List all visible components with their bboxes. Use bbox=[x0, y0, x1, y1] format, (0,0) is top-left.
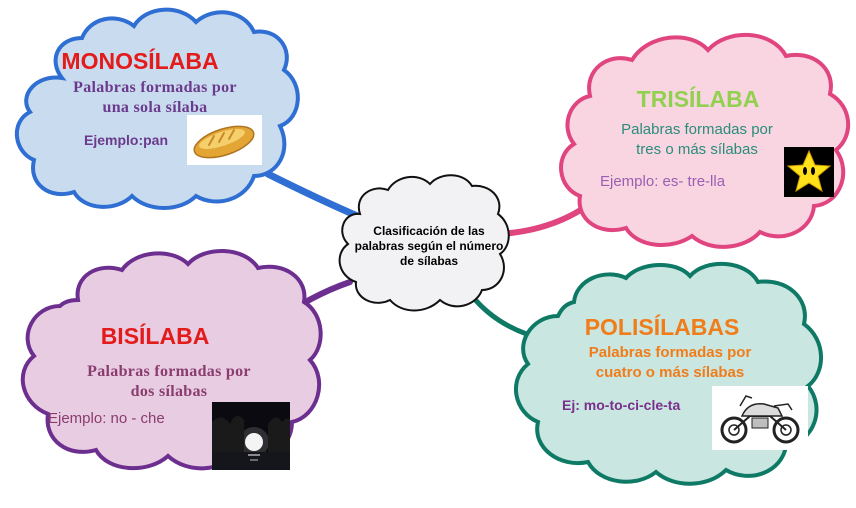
trisilaba-desc-line2: tres o más sílabas bbox=[636, 141, 758, 158]
polisilabas-desc-line2: cuatro o más sílabas bbox=[595, 364, 745, 381]
bisilaba-desc-line2: dos sílabas bbox=[130, 383, 208, 400]
trisilaba-desc-line1: Palabras formadas por bbox=[621, 121, 773, 138]
bisilaba-example: Ejemplo: no - che bbox=[48, 410, 165, 427]
polisilabas-example: Ej: mo-to-ci-cle-ta bbox=[562, 397, 681, 413]
monosilaba-title: MONOSÍLABA bbox=[61, 48, 219, 74]
monosilaba-example: Ejemplo:pan bbox=[84, 132, 169, 148]
polisilabas-title: POLISÍLABAS bbox=[584, 314, 740, 340]
motorcycle-image bbox=[712, 386, 808, 450]
bisilaba-desc-line1: Palabras formadas por bbox=[87, 363, 251, 380]
polisilabas-desc-line1: Palabras formadas por bbox=[588, 344, 752, 361]
night-moon-image bbox=[212, 402, 290, 470]
trisilaba-example: Ejemplo: es- tre-lla bbox=[600, 173, 726, 190]
cloud-trisilaba bbox=[559, 32, 851, 249]
star-image bbox=[784, 147, 834, 197]
cloud-center bbox=[338, 174, 510, 312]
center-topic: Clasificación de las palabras según el n… bbox=[354, 224, 504, 268]
connector-monosilaba bbox=[264, 170, 366, 222]
monosilaba-desc-line1: Palabras formadas por bbox=[73, 79, 237, 96]
bisilaba-title: BISÍLABA bbox=[100, 323, 210, 349]
trisilaba-title: TRISÍLABA bbox=[636, 86, 760, 112]
monosilaba-desc-line2: una sola sílaba bbox=[102, 99, 208, 116]
bread-image bbox=[187, 115, 262, 165]
